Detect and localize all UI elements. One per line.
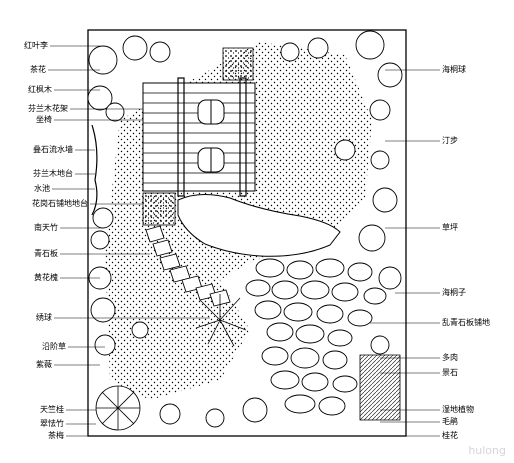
site-boundary (87, 29, 407, 437)
label-xiuqiu: 绣球 (36, 313, 52, 322)
label-yepian-shi-qiang: 叠石流水墙 (33, 145, 73, 154)
label-luanshi-puzhuang: 乱青石板铺地 (442, 318, 490, 327)
large-tree (95, 385, 141, 431)
label-jiuzhu: 桂花 (442, 431, 458, 440)
label-nantianzhu: 南天竹 (34, 223, 58, 232)
pergola-deck (142, 77, 256, 197)
label-duo: 多肉 (442, 353, 458, 362)
flagstone-paving (245, 258, 387, 416)
label-ziwei: 紫薇 (36, 360, 52, 369)
watermark: hulong (468, 444, 506, 457)
plantings (87, 30, 403, 428)
label-hongyeli: 红叶李 (24, 41, 48, 50)
granite-platform (142, 192, 176, 226)
gravel-patch (222, 47, 254, 81)
label-shuishou-lianzi: 湿地植物 (442, 405, 474, 414)
label-huanghuaqing: 黄花槐 (34, 273, 58, 282)
label-shuichi: 水池 (34, 184, 50, 193)
stepping-stones (145, 225, 231, 307)
label-hongfengmu: 红枫木 (28, 85, 52, 94)
label-chahua2: 茶梅 (48, 431, 64, 440)
label-fanglanmu-huajia: 芬兰木花架 (28, 104, 68, 113)
label-beishanjie: 翠怯竹 (40, 419, 64, 428)
stream (359, 354, 401, 421)
leader-lines (48, 45, 440, 437)
label-siyemaidong: 沿阶草 (42, 342, 66, 351)
label-caoping: 草坪 (442, 223, 458, 232)
label-tianfeng: 天竺桂 (40, 405, 64, 414)
label-haitongqiu: 海桐球 (442, 65, 466, 74)
label-maojian: 毛鹃 (442, 417, 458, 426)
stone-wall (91, 124, 98, 216)
label-zuoyi: 坐椅 (36, 115, 52, 124)
label-jingshi: 景石 (442, 368, 458, 377)
pond (177, 194, 341, 257)
label-huagangshi-puzhuang: 花岗石铺地地台 (32, 199, 88, 208)
label-haitongzi: 海桐子 (442, 288, 466, 297)
label-xiaodao: 汀步 (442, 136, 458, 145)
spiky-shrub (195, 294, 247, 347)
label-chahua: 茶花 (30, 65, 46, 74)
label-fanglanmu-ditai: 芬兰木地台 (33, 169, 73, 178)
label-qingshiban: 青石板 (34, 249, 58, 258)
